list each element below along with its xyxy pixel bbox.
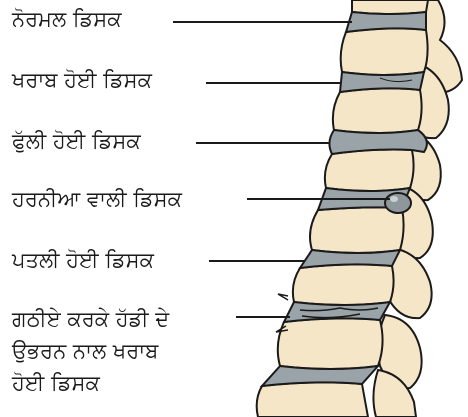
- vertebra-8: [257, 382, 368, 417]
- vertebra-4: [325, 150, 414, 192]
- label-arthritic-disc: ਗਠੀਏ ਕਰਕੇ ਹੱਡੀ ਦੇ ਉਭਰਨ ਨਾਲ ਖਰਾਬ ਹੋਈ ਡਿਸਕ: [12, 303, 169, 399]
- vertebra-1: [352, 0, 428, 14]
- label-thinned-disc: ਪਤਲੀ ਹੋਈ ਡਿਸਕ: [12, 247, 154, 273]
- disc-normal: [346, 12, 426, 32]
- label-damaged-disc: ਖਰਾਬ ਹੋਈ ਡਿਸਕ: [12, 67, 152, 93]
- label-herniated-disc: ਹਰਨੀਆ ਵਾਲੀ ਡਿਸਕ: [12, 186, 182, 212]
- vertebra-5: [310, 207, 404, 253]
- vertebra-3: [333, 88, 422, 133]
- herniation-bulge: [385, 193, 411, 213]
- vertebra-7: [278, 318, 383, 369]
- herniation-highlight: [390, 196, 398, 202]
- disc-thinned: [300, 250, 400, 268]
- label-bulging-disc: ਫੁੱਲੀ ਹੋਈ ਡਿਸਕ: [12, 128, 141, 154]
- vertebra-2: [341, 28, 428, 75]
- disc-bulging: [329, 130, 426, 154]
- disc-bottom: [262, 366, 378, 386]
- disc-damaged: [340, 72, 424, 92]
- disc-arthritic: [284, 302, 390, 322]
- vertebra-6: [293, 264, 394, 305]
- label-normal-disc: ਨੋਰਮਲ ਡਿਸਕ: [12, 6, 122, 32]
